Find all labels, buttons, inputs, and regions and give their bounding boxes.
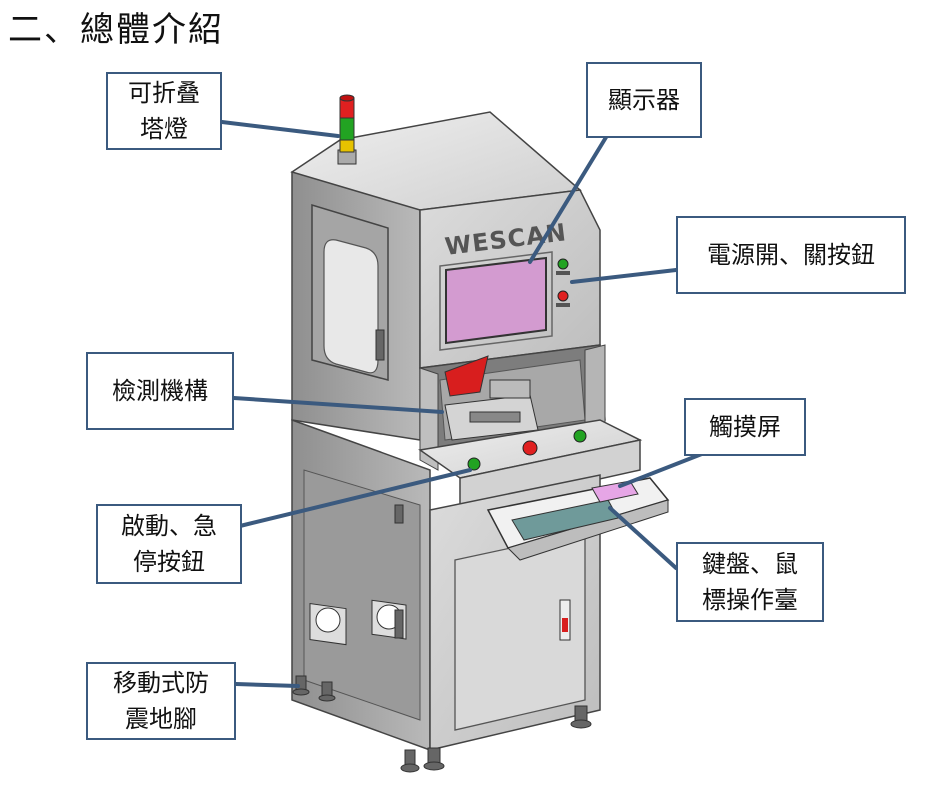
leader-power (570, 268, 678, 284)
callout-tower-light: 可折叠 塔燈 (106, 72, 222, 150)
start-button-right (573, 429, 587, 443)
callout-display: 顯示器 (586, 62, 702, 138)
callout-keyboard-mouse: 鍵盤、鼠 標操作臺 (676, 542, 824, 622)
callout-touchscreen-line1: 觸摸屏 (709, 413, 781, 441)
emergency-stop-button (522, 440, 538, 456)
leader-start-stop (238, 468, 472, 528)
callout-start-stop-line1: 啟動、急 (121, 512, 217, 540)
detection-red-part (444, 355, 489, 397)
callout-keyboard-mouse-line2: 標操作臺 (702, 586, 798, 614)
leader-tower-light (220, 120, 340, 138)
top-cap (290, 111, 582, 211)
keyboard (511, 499, 619, 541)
callout-feet-line2: 震地腳 (125, 705, 197, 733)
callout-display-line1: 顯示器 (608, 86, 680, 114)
leader-lines (220, 120, 714, 688)
page-heading: 二、總體介紹 (8, 10, 224, 50)
display-screen (445, 256, 547, 345)
callout-detection-line1: 檢測機構 (112, 377, 208, 405)
leader-keyboard (608, 506, 678, 570)
callout-power-buttons: 電源開、關按鈕 (676, 216, 906, 294)
power-on-button (557, 258, 569, 270)
callout-power-buttons-line1: 電源開、關按鈕 (707, 241, 875, 269)
callout-detection: 檢測機構 (86, 352, 234, 430)
callout-start-stop: 啟動、急 停按鈕 (96, 504, 242, 584)
leader-detection (232, 396, 444, 414)
tower-light-green (339, 117, 355, 141)
callout-touchscreen: 觸摸屏 (684, 398, 806, 456)
callout-feet: 移動式防 震地腳 (86, 662, 236, 740)
callout-keyboard-mouse-line1: 鍵盤、鼠 (702, 550, 798, 578)
callout-feet-line1: 移動式防 (113, 669, 209, 697)
start-button-left (467, 457, 481, 471)
touchscreen-pad (591, 480, 639, 503)
callout-tower-light-line1: 可折叠 (128, 79, 200, 107)
feet (292, 675, 592, 773)
leader-feet (234, 682, 300, 688)
callout-tower-light-line2: 塔燈 (140, 115, 188, 143)
callout-start-stop-line2: 停按鈕 (133, 548, 205, 576)
workbench-front (459, 439, 641, 511)
leader-touchscreen (618, 448, 714, 488)
power-off-button (557, 290, 569, 302)
leader-display (528, 132, 610, 264)
